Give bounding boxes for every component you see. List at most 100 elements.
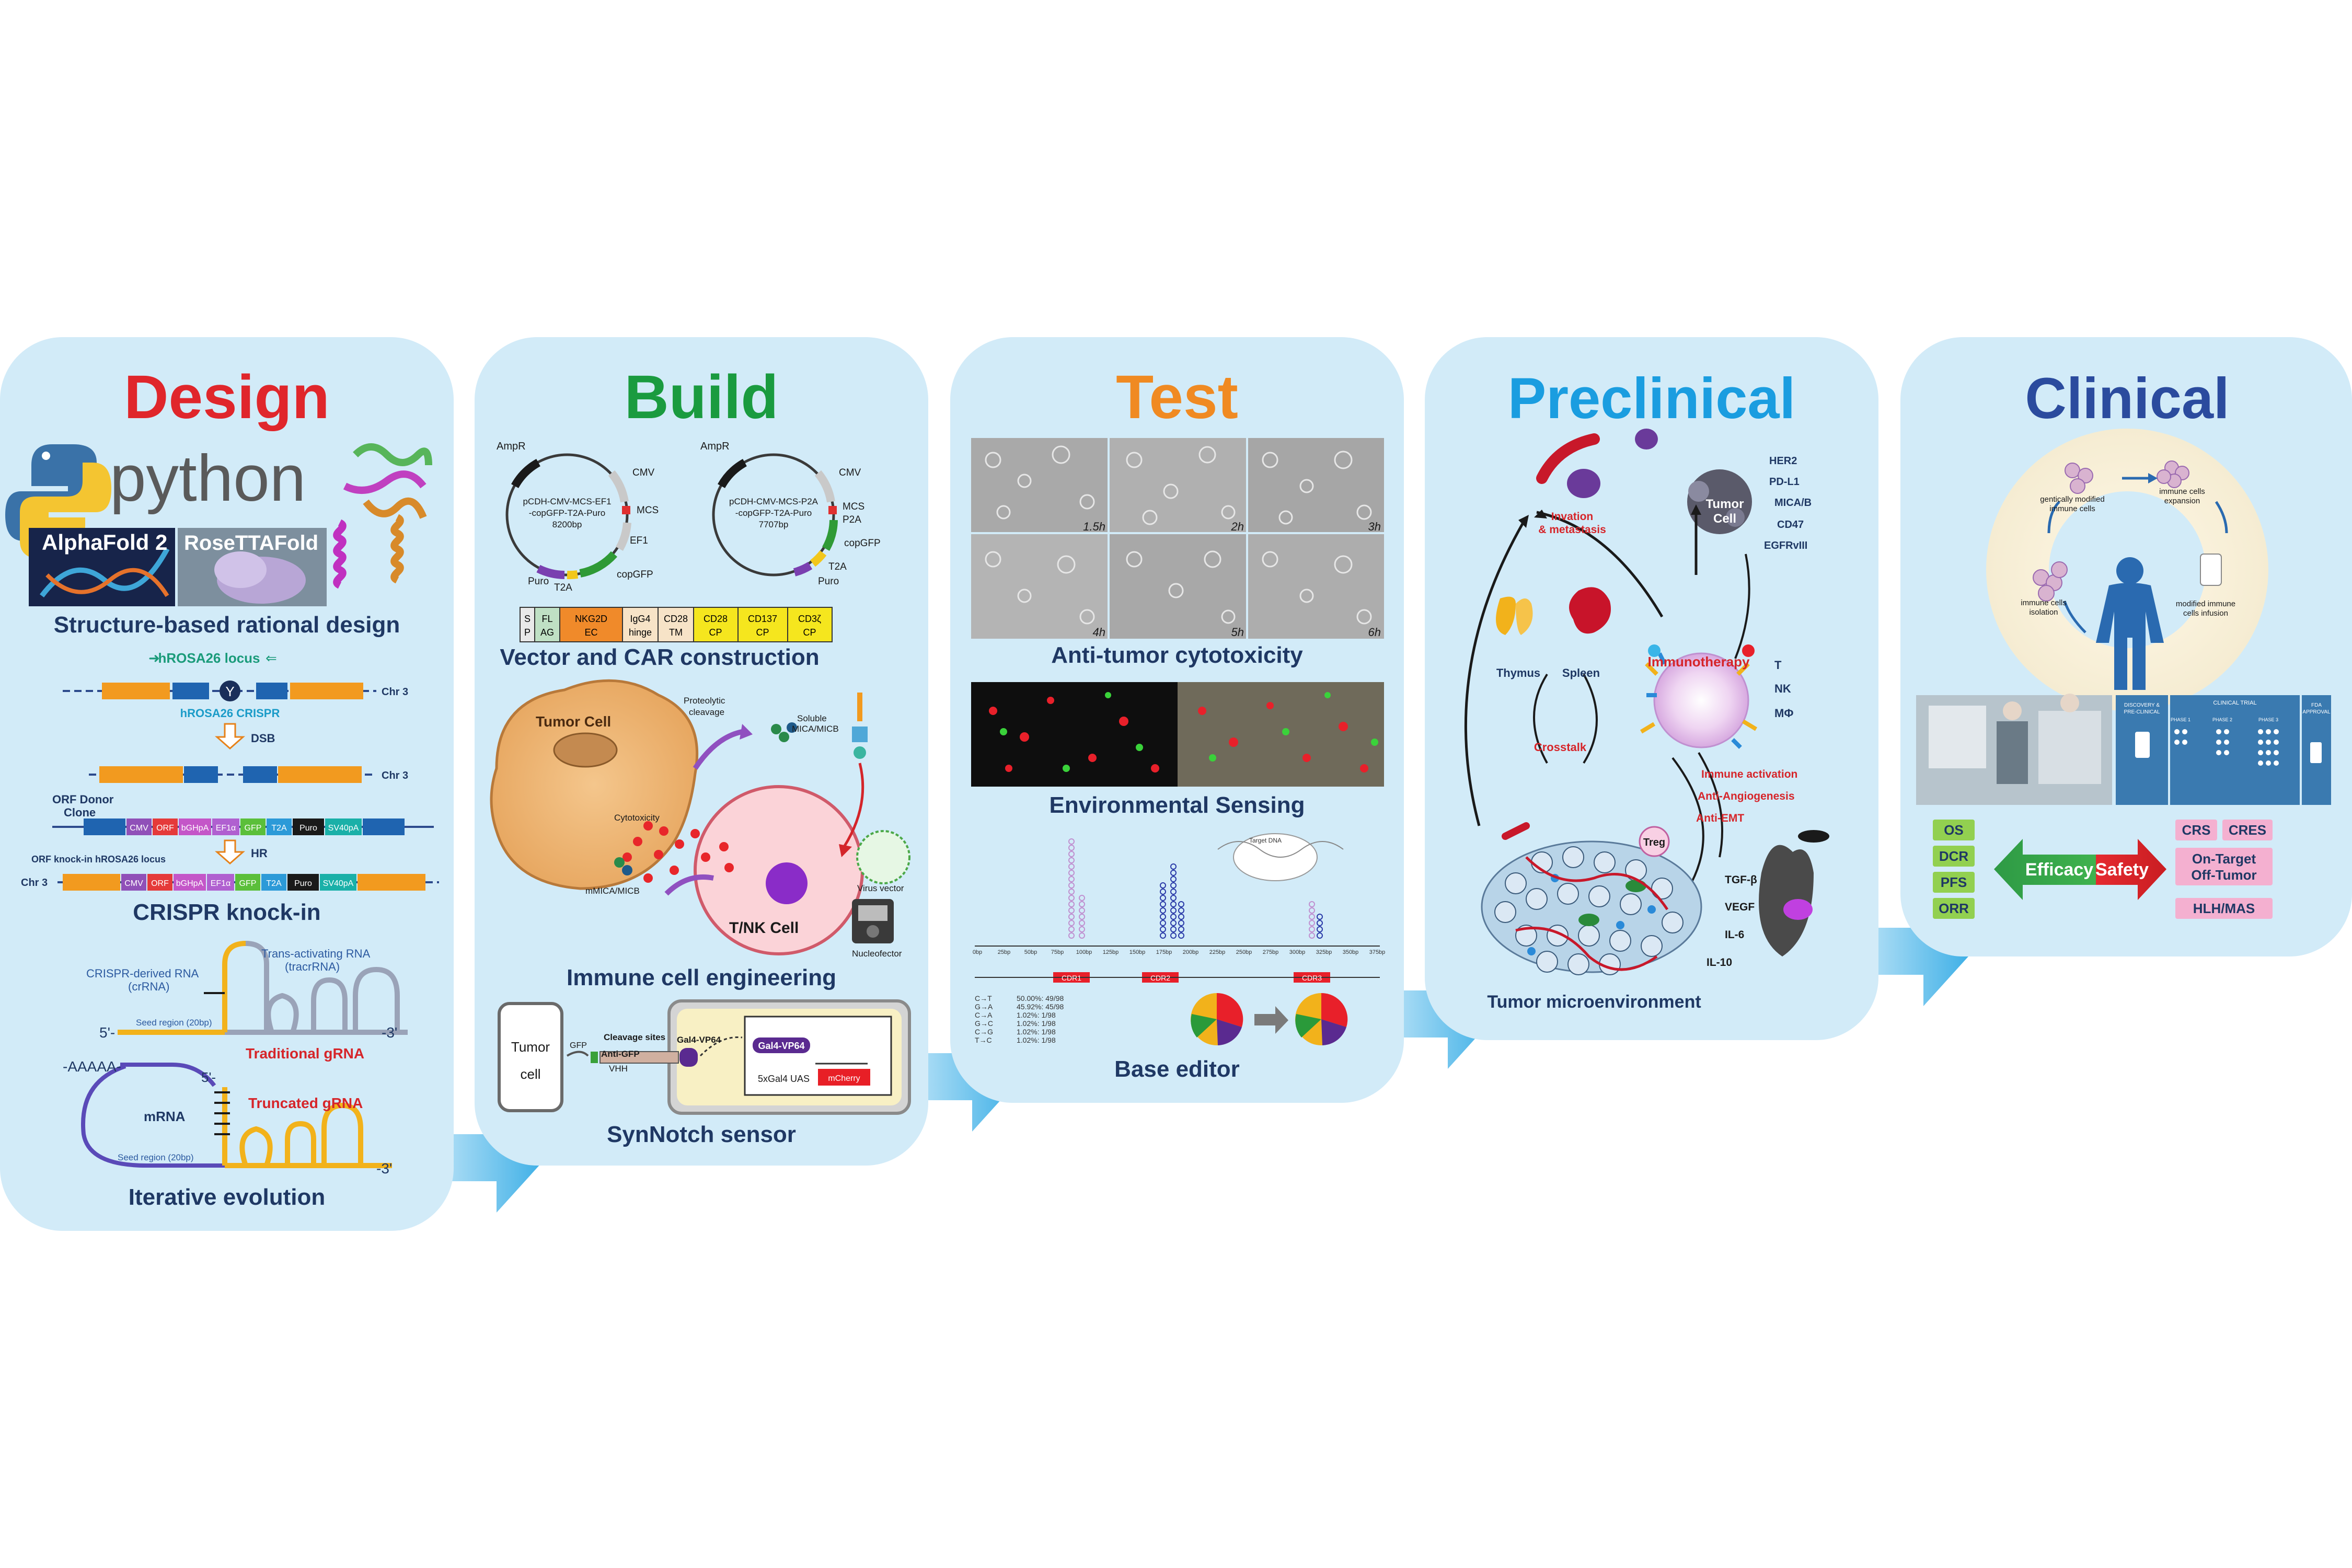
svg-text:4h: 4h	[1093, 626, 1105, 639]
mutation-frequency: 1.02%: 1/98	[1017, 1036, 1056, 1044]
editing-dot	[1178, 907, 1184, 914]
svg-text:T2A: T2A	[266, 879, 282, 888]
mutation-frequency: 1.02%: 1/98	[1017, 1028, 1056, 1036]
plasmid-map-1	[505, 453, 631, 580]
svg-text:SV40pA: SV40pA	[328, 824, 359, 833]
five-prime-label: 5'-	[99, 1024, 115, 1041]
axis-tick-label: 200bp	[1183, 949, 1199, 955]
test-caption-1: Anti-tumor cytotoxicity	[1051, 642, 1303, 668]
hr-label: HR	[251, 847, 268, 860]
svg-text:OS: OS	[1944, 822, 1964, 838]
python-logo: python	[5, 442, 306, 559]
soluble-mica-label: MICA/MICB	[792, 724, 839, 734]
editing-dot	[1079, 901, 1085, 907]
svg-text:EGFRvIII: EGFRvIII	[1764, 540, 1807, 551]
clinical-panel: Clinical gentically modified immune cell…	[1900, 337, 2352, 956]
car-construct-bar: S P FL AG NKG2D EC IgG4 hinge CD28 TM CD…	[520, 607, 833, 642]
svg-text:MICA/B: MICA/B	[1774, 497, 1812, 509]
svg-text:MΦ: MΦ	[1774, 707, 1793, 720]
mutation-frequency: 1.02%: 1/98	[1017, 1011, 1056, 1019]
editing-dot	[1068, 907, 1075, 914]
svg-text:PHASE 1: PHASE 1	[2171, 717, 2190, 722]
plasmid-map-2	[712, 453, 838, 577]
editing-dot	[1317, 920, 1323, 926]
uas-label: 5xGal4 UAS	[758, 1074, 810, 1084]
plasmid1-sub: -copGFP-T2A-Puro	[529, 508, 605, 518]
svg-text:IL-10: IL-10	[1707, 956, 1732, 969]
tnk-cell-label: T/NK Cell	[729, 919, 799, 937]
knockin-cassette: CMV ORF bGHpA EF1α GFP T2A Puro SV40pA	[57, 874, 439, 891]
build-caption-2: Immune cell engineering	[567, 965, 836, 990]
svg-text:CMV: CMV	[124, 879, 143, 888]
editing-dot	[1170, 901, 1177, 907]
svg-text:copGFP: copGFP	[844, 538, 881, 549]
editing-dot	[1068, 889, 1075, 895]
locus-label: hROSA26 locus	[158, 650, 260, 666]
immunotherapy-label: Immunotherapy	[1647, 654, 1750, 670]
svg-text:P2A: P2A	[843, 514, 861, 525]
alphafold-label: AlphaFold 2	[42, 530, 167, 555]
svg-text:PRE-CLINICAL: PRE-CLINICAL	[2124, 709, 2160, 715]
seed-region-label-1: Seed region (20bp)	[136, 1018, 212, 1028]
editing-dot	[1309, 907, 1315, 914]
mutation-frequency: 1.02%: 1/98	[1017, 1019, 1056, 1028]
knockin-locus-label: ORF knock-in hROSA26 locus	[31, 854, 166, 864]
efficacy-tags: OS DCR PFS ORR	[1933, 820, 1975, 919]
axis-tick-label: 250bp	[1236, 949, 1252, 955]
editing-dot	[1068, 863, 1075, 870]
clinical-title: Clinical	[2025, 366, 2229, 431]
editing-dot	[1068, 920, 1075, 926]
svg-text:TM: TM	[669, 627, 683, 638]
antigfp-label: Anti-GFP	[601, 1049, 640, 1059]
plasmid2-sub: -copGFP-T2A-Puro	[735, 508, 812, 518]
mutation-frequency: 50.00%: 49/98	[1017, 994, 1064, 1002]
plasmid2-name: pCDH-CMV-MCS-P2A	[729, 497, 818, 506]
alphafold-image	[29, 528, 175, 606]
therapy-cycle	[1986, 429, 2268, 711]
tumor-cell-label: Tumor Cell	[536, 713, 611, 730]
tumor-cell-top: Tumor	[1706, 497, 1744, 511]
svg-text:CDR1: CDR1	[1062, 974, 1081, 982]
test-panel: Test 1.5h 2h 3h 4h 5h 6h	[950, 337, 1404, 1103]
editing-dot	[1178, 932, 1184, 939]
mutation-substitution: T→C	[975, 1036, 992, 1044]
editing-dot	[1309, 932, 1315, 939]
editing-dot	[1309, 920, 1315, 926]
svg-text:Puro: Puro	[299, 824, 317, 833]
editing-dot	[1170, 895, 1177, 901]
treg-label: Treg	[1643, 837, 1665, 848]
axis-tick-label: 25bp	[998, 949, 1010, 955]
preclinical-caption: Tumor microenvironment	[1487, 992, 1701, 1012]
axis-tick-label: 225bp	[1209, 949, 1226, 955]
safety-label: Safety	[2095, 860, 2149, 880]
svg-text:CD137: CD137	[748, 614, 777, 624]
svg-text:MCS: MCS	[843, 501, 864, 512]
editing-dot	[1178, 901, 1184, 907]
editing-dot	[1317, 914, 1323, 920]
cleavage-sites-label: Cleavage sites	[604, 1032, 665, 1042]
build-caption-3: SynNotch sensor	[607, 1122, 796, 1147]
plasmid2-size: 7707bp	[759, 520, 789, 529]
svg-text:CLINICAL TRIAL: CLINICAL TRIAL	[2213, 700, 2256, 706]
axis-tick-label: 50bp	[1024, 949, 1037, 955]
immune-engineering-illustration	[490, 679, 910, 955]
chr3-label-3: Chr 3	[21, 877, 48, 889]
editing-dot	[1068, 926, 1075, 932]
svg-text:isolation: isolation	[2029, 608, 2058, 617]
dsb-arrow-icon	[215, 723, 245, 750]
axis-tick-label: 300bp	[1289, 949, 1306, 955]
svg-text:GFP: GFP	[239, 879, 257, 888]
dsb-label: DSB	[251, 732, 275, 745]
editing-dot	[1068, 857, 1075, 863]
protein-structure-icon	[333, 443, 432, 589]
editing-dot	[1160, 895, 1166, 901]
svg-text:DISCOVERY &: DISCOVERY &	[2124, 702, 2160, 708]
axis-tick-label: 0bp	[973, 949, 982, 955]
svg-text:CD3ζ: CD3ζ	[798, 614, 821, 624]
mutation-substitution: G→C	[975, 1019, 993, 1028]
crosstalk-label: Crosstalk	[1534, 741, 1587, 754]
svg-text:FL: FL	[541, 614, 552, 624]
axis-tick-label: 350bp	[1343, 949, 1359, 955]
three-prime-label-2: -3'	[376, 1160, 392, 1177]
